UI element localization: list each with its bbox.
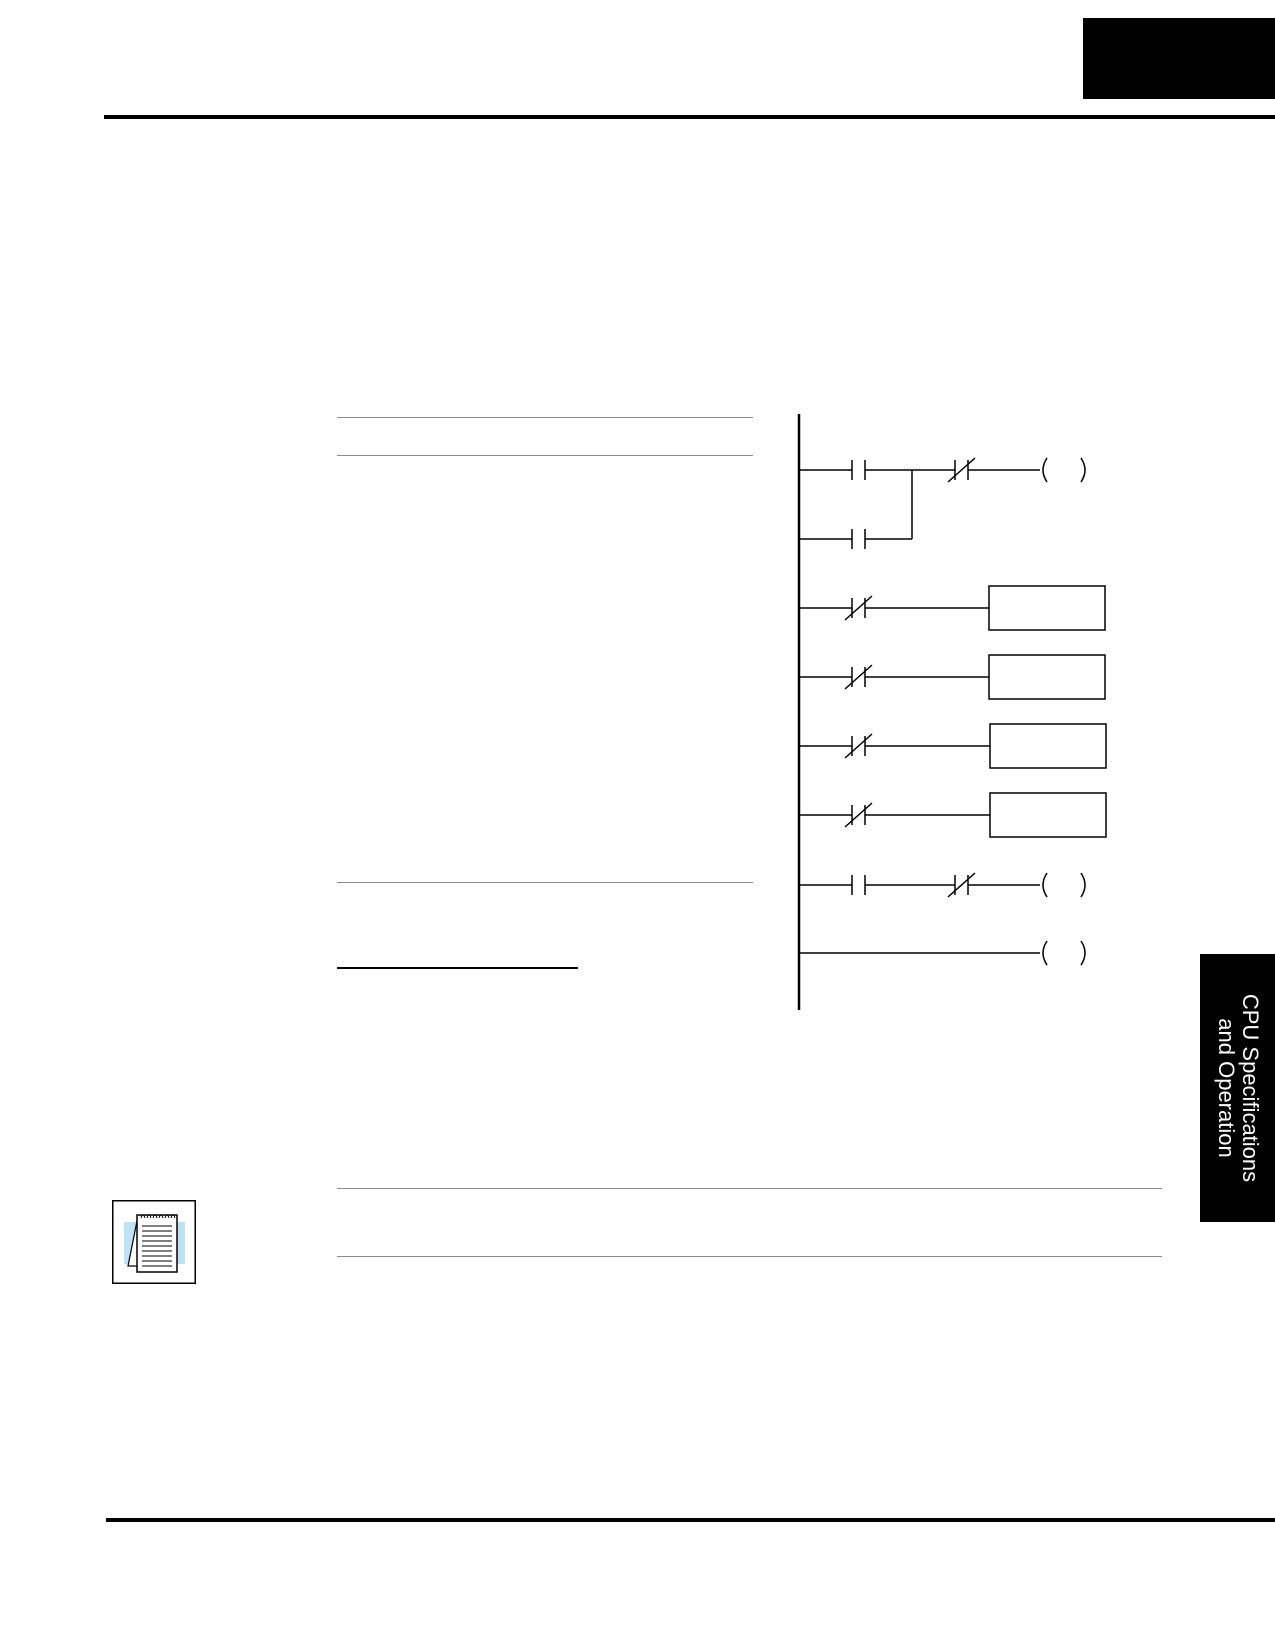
text-underline-rule [337,967,578,969]
ladder-logic-diagram [797,414,1107,1010]
rung-5 [799,792,1107,838]
side-tab-label: CPU Specifications and Operation [1213,993,1263,1183]
rung-2 [799,585,1106,631]
table-header-rule [337,455,753,456]
rung-1-branch [799,470,913,549]
header-rule [104,115,1275,119]
chapter-number-block [1083,18,1275,99]
chapter-side-tab: CPU Specifications and Operation [1200,954,1275,1222]
side-tab-line-1: CPU Specifications [1237,993,1263,1183]
table-section-rule [337,882,753,883]
footer-rule [106,1518,1275,1522]
rung-1 [799,457,1086,483]
rung-3 [799,654,1106,700]
side-tab-line-2: and Operation [1213,1018,1239,1158]
rung-7 [799,940,1086,966]
note-bottom-rule [337,1256,1162,1257]
table-top-rule [337,417,753,418]
rung-6 [799,872,1086,898]
notepad-note-icon [112,1200,196,1284]
note-top-rule [337,1188,1162,1189]
rung-4 [799,723,1107,769]
